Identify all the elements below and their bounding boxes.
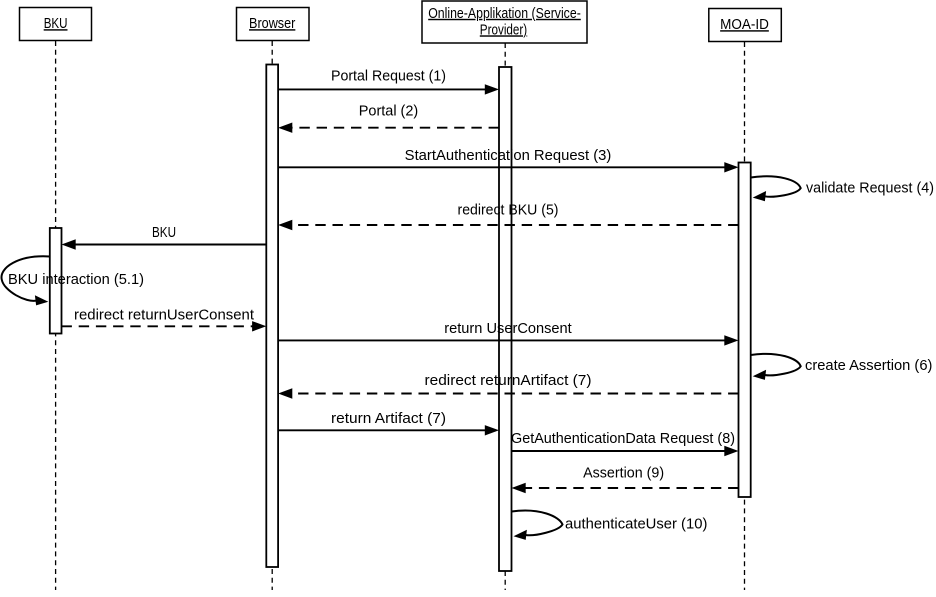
svg-text:return UserConsent: return UserConsent: [444, 321, 572, 337]
svg-text:redirect returnUserConsent: redirect returnUserConsent: [74, 307, 254, 323]
svg-text:StartAuthentication Request (3: StartAuthentication Request (3): [405, 148, 612, 164]
svg-text:authenticateUser (10): authenticateUser (10): [565, 517, 707, 533]
svg-text:Assertion (9): Assertion (9): [583, 466, 664, 482]
svg-text:Online-Applikation (Service-: Online-Applikation (Service-: [428, 6, 581, 22]
svg-text:BKU: BKU: [152, 225, 176, 241]
svg-text:GetAuthenticationData Request: GetAuthenticationData Request (8): [511, 431, 735, 447]
svg-text:BKU interaction (5.1): BKU interaction (5.1): [8, 272, 144, 288]
svg-text:Portal Request (1): Portal Request (1): [331, 68, 446, 84]
svg-text:MOA-ID: MOA-ID: [720, 17, 769, 33]
svg-text:Provider): Provider): [480, 22, 527, 38]
svg-text:create Assertion (6): create Assertion (6): [805, 358, 932, 374]
svg-text:BKU: BKU: [44, 16, 68, 32]
svg-text:Browser: Browser: [249, 16, 295, 32]
svg-text:redirect returnArtifact (7): redirect returnArtifact (7): [425, 373, 592, 389]
svg-text:return Artifact (7): return Artifact (7): [331, 411, 446, 427]
svg-text:redirect BKU (5): redirect BKU (5): [458, 203, 559, 219]
svg-text:Portal (2): Portal (2): [359, 103, 419, 119]
svg-text:validate Request (4): validate Request (4): [806, 180, 934, 196]
